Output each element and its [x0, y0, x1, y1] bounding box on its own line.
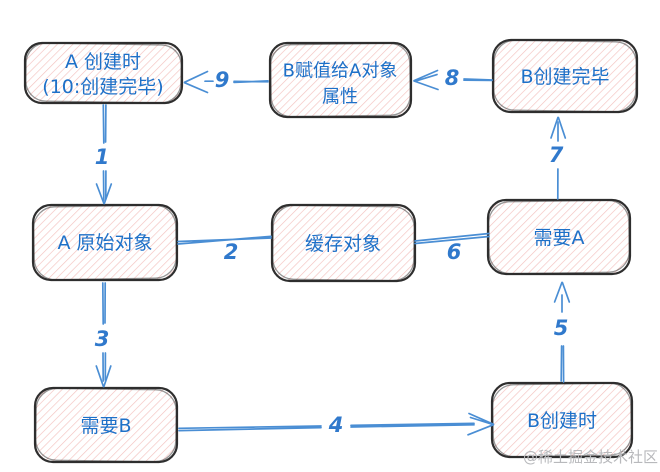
node-a-origin-border: [31, 203, 179, 282]
node-a-create-label-line1: A 创建时: [65, 51, 141, 73]
node-b-assign-border: [268, 41, 413, 119]
node-b-assign-label-line2: 属性: [322, 87, 358, 108]
node-need-b-border: [33, 386, 179, 464]
node-a-create-fill: [25, 43, 182, 103]
node-b-create-border-sketch: [492, 382, 632, 458]
node-b-done-border-sketch: [493, 39, 637, 113]
edge-6-line: [414, 232, 490, 245]
node-need-b-label: 需要B: [80, 415, 131, 437]
edge-7-label: 7: [549, 143, 564, 167]
node-b-done-border: [491, 38, 639, 114]
node-a-create-label-line2: (10:创建完毕): [42, 76, 163, 98]
node-b-assign-label-line1: B赋值给A对象: [283, 61, 398, 82]
edge-5-arrowhead: [553, 281, 571, 303]
edge-7-arrowhead: [550, 116, 567, 139]
edge-2-label: 2: [224, 240, 239, 264]
node-need-a-fill: [488, 200, 630, 274]
edge-5-line-lower: [560, 345, 565, 383]
node-a-origin: A 原始对象: [31, 203, 179, 282]
edge-4-arrowhead: [467, 412, 495, 436]
node-a-origin-label: A 原始对象: [57, 232, 152, 254]
node-cache: 缓存对象: [270, 203, 417, 283]
node-b-create-label: B创建时: [527, 410, 597, 432]
edge-7: 7: [549, 116, 567, 200]
node-a-create: A 创建时 (10:创建完毕): [23, 41, 184, 105]
edge-4-line-right: [350, 422, 475, 428]
node-need-a: 需要A: [486, 198, 632, 276]
edge-4: 4: [178, 412, 495, 437]
node-need-a-border-sketch: [488, 199, 630, 275]
edge-1: 1: [95, 104, 113, 205]
edge-3-line-upper: [101, 282, 107, 325]
node-b-create-fill: [492, 383, 632, 457]
edge-1-arrowhead: [95, 183, 113, 205]
node-a-origin-border-sketch: [33, 204, 177, 281]
node-b-done-label: B创建完毕: [520, 66, 609, 88]
node-b-assign-fill: [270, 43, 411, 117]
node-b-create: B创建时: [490, 381, 634, 459]
edge-4-label: 4: [328, 413, 344, 437]
edge-1-line-upper: [102, 104, 107, 144]
edge-3-arrowhead: [95, 365, 112, 388]
node-a-create-border: [23, 41, 184, 105]
node-need-b: 需要B: [33, 386, 179, 464]
edge-9-label: 9: [215, 68, 230, 92]
node-need-a-label: 需要A: [534, 227, 585, 249]
edge-3: 3: [95, 282, 112, 388]
edge-4-line-left: [178, 425, 322, 432]
edge-1-label: 1: [95, 145, 110, 169]
edge-9-line: [233, 80, 269, 84]
edge-6: 6: [414, 232, 490, 264]
node-b-assign: B赋值给A对象 属性: [268, 41, 413, 119]
node-b-done: B创建完毕: [491, 38, 639, 114]
edge-8-label: 8: [445, 66, 460, 90]
edge-9: 9: [183, 68, 269, 94]
edge-3-label: 3: [95, 327, 110, 351]
node-cache-border-sketch: [272, 204, 415, 282]
node-cache-fill: [272, 205, 415, 281]
node-a-create-border-sketch: [25, 42, 182, 104]
edge-6-label: 6: [447, 240, 462, 264]
node-need-b-border-sketch: [35, 387, 177, 463]
edge-3-line-lower: [102, 352, 107, 382]
edge-2: 2: [177, 235, 272, 264]
edge-8: 8: [413, 66, 493, 91]
edge-2-line: [177, 235, 272, 245]
edge-5: 5: [553, 281, 571, 383]
node-b-assign-border-sketch: [270, 42, 411, 118]
node-a-origin-fill: [33, 205, 177, 280]
edge-8-line: [463, 78, 493, 82]
edge-1-line-lower: [102, 170, 107, 201]
edge-5-label: 5: [554, 316, 569, 340]
node-b-create-border: [490, 381, 634, 459]
watermark: @稀土掘金技术社区: [523, 448, 658, 466]
edge-8-arrowhead: [413, 69, 439, 91]
node-cache-label: 缓存对象: [305, 233, 381, 255]
edge-9-arrowhead: [183, 70, 209, 94]
node-b-done-fill: [493, 40, 637, 112]
node-need-b-fill: [35, 388, 177, 462]
